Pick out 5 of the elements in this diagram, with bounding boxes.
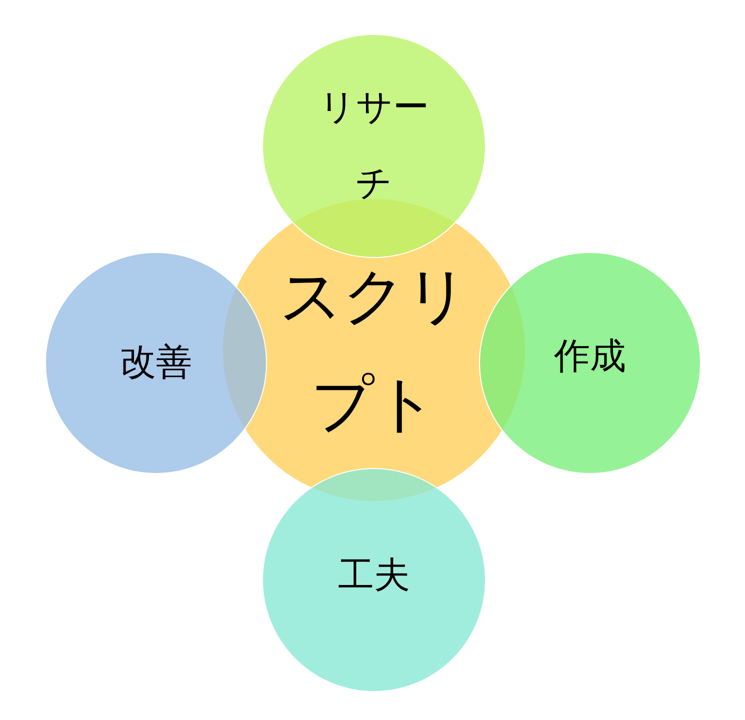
circle-label: スクリプト [278,258,470,442]
circle-label: 作成 [554,334,626,379]
circle-label: リサーチ [318,86,430,206]
circle-label: 工夫 [338,554,410,598]
circle-label: 改善 [120,340,192,385]
